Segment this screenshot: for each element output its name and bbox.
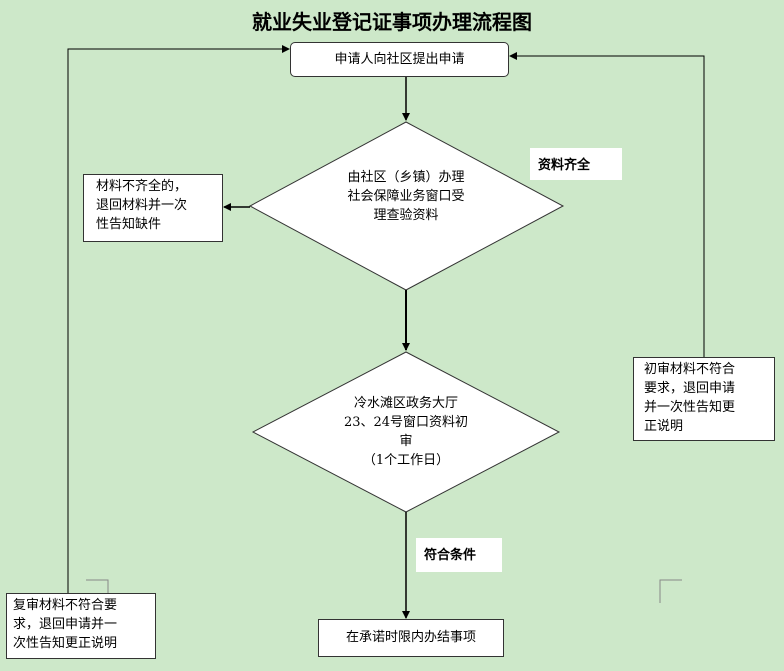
arrow-initial-reject-loop: [509, 52, 705, 357]
edge-label-complete: 资料齐全: [530, 148, 622, 180]
decision2-text: 冷水滩区政务大厅 23、24号窗口资料初 审 （1个工作日）: [343, 396, 469, 468]
start-node: 申请人向社区提出申请: [290, 42, 509, 77]
arrow-review-reject-loop: [67, 45, 290, 593]
incomplete-materials-box: 材料不齐全的， 退回材料并一次 性告知缺件: [83, 174, 223, 242]
corner-mark-right: [659, 579, 682, 603]
end-node: 在承诺时限内办结事项: [318, 619, 504, 657]
review-reject-box: 复审材料不符合要 求，退回申请并一 次性告知更正说明: [6, 593, 156, 659]
page-title: 就业失业登记证事项办理流程图: [252, 10, 532, 34]
initial-review-reject-box: 初审材料不符合 要求，退回申请 并一次性告知更 正说明: [633, 357, 775, 441]
edge-label-qualified: 符合条件: [416, 538, 502, 572]
decision1-text: 由社区（乡镇）办理 社会保障业务窗口受 理查验资料: [347, 170, 465, 223]
